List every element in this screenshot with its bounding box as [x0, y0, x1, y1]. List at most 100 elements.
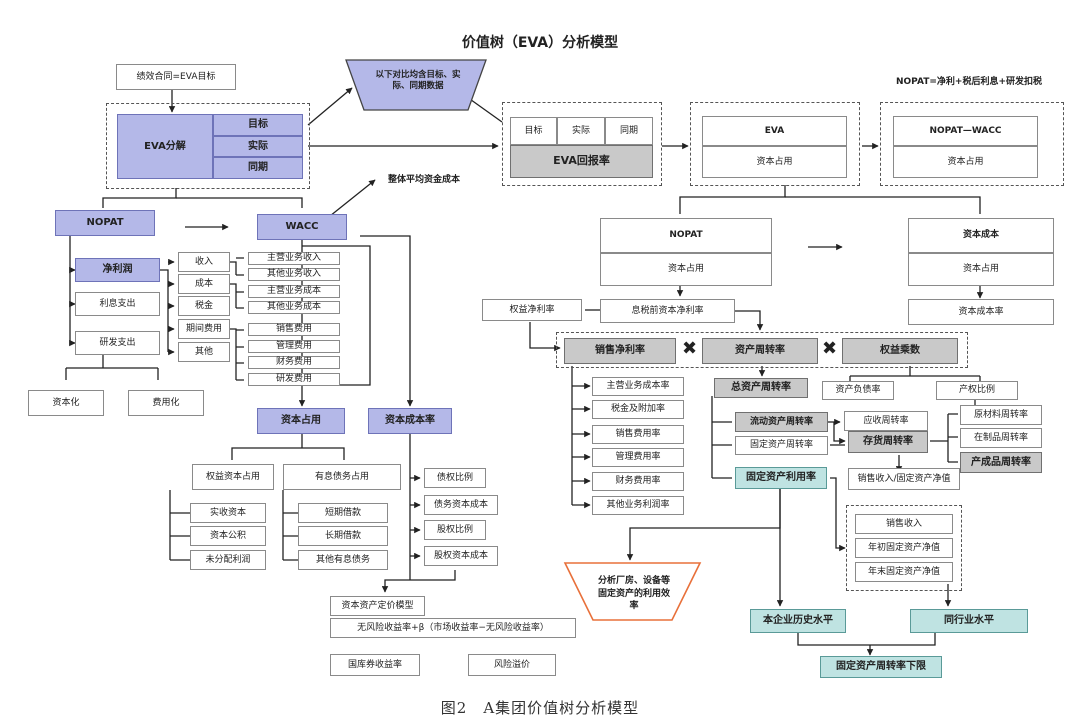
eva-prior-cell: 同期	[213, 157, 303, 179]
ar-turnover-box: 应收周转率	[844, 411, 928, 431]
capitalize-box: 资本化	[28, 390, 104, 416]
return-actual-cell: 实际	[557, 117, 605, 145]
average-cost-note: 整体平均资金成本	[388, 175, 461, 185]
equity-multiplier-box: 权益乘数	[842, 338, 958, 364]
tax-box: 税金	[178, 296, 230, 316]
capm-formula: 无风险收益率+β（市场收益率−无风险收益率）	[330, 618, 576, 638]
period-expense-box: 期间费用	[178, 319, 230, 339]
multiply-icon: ✖	[682, 338, 698, 359]
rd-box: 研发支出	[75, 331, 160, 355]
net-margin-box: 销售净利率	[564, 338, 676, 364]
fixed-turnover-floor-box: 固定资产周转率下限	[820, 656, 942, 678]
rate-item: 债权比例	[424, 468, 486, 488]
analysis-note: 分析厂房、设备等固定资产的利用效率	[597, 576, 670, 612]
debt-item: 其他有息债务	[298, 550, 388, 570]
sub-item: 管理费用	[248, 340, 340, 353]
fixed-detail-group	[846, 505, 962, 591]
inventory-turnover-box: 存货周转率	[848, 431, 928, 453]
comparison-trapezoid	[345, 59, 487, 111]
analysis-note-trapezoid	[563, 562, 702, 621]
sub-item: 销售费用	[248, 323, 340, 336]
debt-ratio-box: 资产负债率	[822, 381, 894, 400]
return-prior-cell: 同期	[605, 117, 653, 145]
equity-item: 未分配利润	[190, 550, 266, 570]
sub-item: 主营业务收入	[248, 252, 340, 265]
right-nopat-numerator: NOPAT	[600, 218, 772, 253]
nopat-wacc-denominator: 资本占用	[893, 146, 1038, 178]
contract-box: 绩效合同=EVA目标	[116, 64, 236, 90]
margin-item: 其他业务利润率	[592, 496, 684, 515]
dupont-group	[556, 332, 968, 368]
capital-cost-rate-result: 资本成本率	[908, 299, 1054, 325]
eva-target-cell: 目标	[213, 114, 303, 136]
cost-box: 成本	[178, 274, 230, 294]
eva-actual-cell: 实际	[213, 136, 303, 157]
wacc-box: WACC	[257, 214, 347, 240]
fixed-detail-item: 年初固定资产净值	[855, 538, 953, 558]
raw-material-turnover-box: 原材料周转率	[960, 405, 1042, 425]
historical-level-box: 本企业历史水平	[750, 609, 846, 633]
interest-box: 利息支出	[75, 292, 160, 316]
sub-item: 主营业务成本	[248, 285, 340, 298]
industry-level-box: 同行业水平	[910, 609, 1028, 633]
eva-fraction-group	[690, 102, 860, 186]
rate-item: 股权资本成本	[424, 546, 498, 566]
nopat-formula: NOPAT=净利+税后利息+研发扣税	[896, 77, 1042, 87]
equity-item: 资本公积	[190, 526, 266, 546]
rate-item: 股权比例	[424, 520, 486, 540]
fixed-asset-turnover-box: 固定资产周转率	[735, 436, 828, 455]
income-box: 收入	[178, 252, 230, 272]
margin-item: 销售费用率	[592, 425, 684, 444]
nopat-wacc-group	[880, 102, 1064, 186]
wip-turnover-box: 在制品周转率	[960, 428, 1042, 448]
rate-item: 债务资本成本	[424, 495, 498, 515]
equity-item: 实收资本	[190, 503, 266, 523]
asset-turnover-box: 资产周转率	[702, 338, 818, 364]
capm-title: 资本资产定价模型	[330, 596, 425, 616]
margin-item: 管理费用率	[592, 448, 684, 467]
nopat-box: NOPAT	[55, 210, 155, 236]
roe-box: 权益净利率	[482, 299, 582, 321]
sales-fixed-ratio-box: 销售收入/固定资产净值	[848, 468, 960, 490]
diagram-title: 价值树（EVA）分析模型	[461, 35, 619, 51]
debt-capital-box: 有息债务占用	[283, 464, 401, 490]
debt-item: 短期借款	[298, 503, 388, 523]
finished-goods-turnover-box: 产成品周转率	[960, 452, 1042, 473]
eva-decompose-group	[106, 103, 310, 189]
equity-capital-box: 权益资本占用	[192, 464, 274, 490]
current-asset-turnover-box: 流动资产周转率	[735, 412, 828, 432]
debt-item: 长期借款	[298, 526, 388, 546]
capital-cost-numerator: 资本成本	[908, 218, 1054, 253]
return-target-cell: 目标	[510, 117, 557, 145]
figure-caption: 图2 A集团价值树分析模型	[440, 699, 640, 717]
equity-ratio-box: 产权比例	[936, 381, 1018, 400]
ebit-rate-box: 息税前资本净利率	[600, 299, 735, 323]
fixed-detail-item: 销售收入	[855, 514, 953, 534]
eva-numerator: EVA	[702, 116, 847, 146]
eva-decompose-box: EVA分解	[117, 114, 213, 179]
multiply-icon: ✖	[822, 338, 838, 359]
right-nopat-denominator: 资本占用	[600, 253, 772, 286]
margin-item: 财务费用率	[592, 472, 684, 491]
margin-item: 税金及附加率	[592, 400, 684, 419]
fixed-asset-util-box: 固定资产利用率	[735, 467, 827, 489]
capital-occupation-box: 资本占用	[257, 408, 345, 434]
risk-premium-box: 风险溢价	[468, 654, 556, 676]
treasury-box: 国库券收益率	[330, 654, 420, 676]
capital-cost-rate-box: 资本成本率	[368, 408, 452, 434]
nopat-wacc-numerator: NOPAT—WACC	[893, 116, 1038, 146]
expense-box: 费用化	[128, 390, 204, 416]
eva-return-group	[502, 102, 662, 186]
total-asset-turnover-box: 总资产周转率	[714, 378, 808, 398]
sub-item: 研发费用	[248, 373, 340, 386]
sub-item: 财务费用	[248, 356, 340, 369]
net-profit-box: 净利润	[75, 258, 160, 282]
trapezoid-text: 以下对比均含目标、实际、同期数据	[375, 70, 461, 92]
sub-item: 其他业务收入	[248, 268, 340, 281]
eva-denominator: 资本占用	[702, 146, 847, 178]
margin-item: 主营业务成本率	[592, 377, 684, 396]
capital-cost-denominator: 资本占用	[908, 253, 1054, 286]
other-box: 其他	[178, 342, 230, 362]
eva-return-rate-box: EVA回报率	[510, 145, 653, 178]
